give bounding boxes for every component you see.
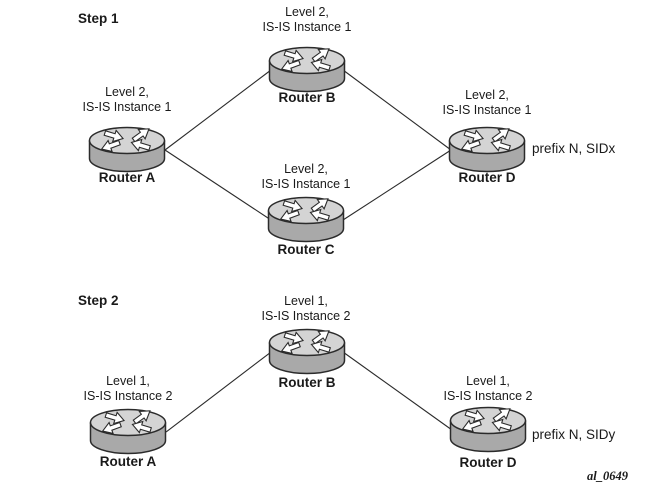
router-icon-step1-b <box>268 43 346 93</box>
router-icon-step2-b <box>268 325 346 375</box>
router-icon-step2-d <box>449 403 527 453</box>
step1-router-b-annotation: Level 2, IS-IS Instance 1 <box>262 5 352 34</box>
step2-router-b-annotation: Level 1, IS-IS Instance 2 <box>261 294 351 323</box>
figure-id: al_0649 <box>587 469 628 483</box>
step2-router-d-prefix-label: prefix N, SIDy <box>532 427 616 442</box>
step2-router-d-name: Router D <box>459 455 517 470</box>
step2-router-d-annotation: Level 1, IS-IS Instance 2 <box>443 374 533 403</box>
step1-router-d-prefix-label: prefix N, SIDx <box>532 141 616 156</box>
link-step1-a-b <box>164 69 272 151</box>
step2-router-a-name: Router A <box>99 454 157 469</box>
step1-router-d-name: Router D <box>458 170 516 185</box>
step2-title: Step 2 <box>78 293 119 308</box>
router-icon-step1-d <box>448 123 526 173</box>
step2-router-a-annotation: Level 1, IS-IS Instance 2 <box>83 374 173 403</box>
link-step1-c-d <box>342 149 452 221</box>
step1-router-d-annotation: Level 2, IS-IS Instance 1 <box>442 88 532 117</box>
router-icon-step2-a <box>89 405 167 455</box>
router-icon-step1-c <box>267 193 345 243</box>
step1-router-b-name: Router B <box>278 90 336 105</box>
step1-router-a-annotation: Level 2, IS-IS Instance 1 <box>82 85 172 114</box>
step1-router-c-annotation: Level 2, IS-IS Instance 1 <box>261 162 351 191</box>
step1-router-a-name: Router A <box>98 170 156 185</box>
link-step1-b-d <box>342 69 452 151</box>
router-icon-step1-a <box>88 123 166 173</box>
link-step2-b-d <box>342 351 453 431</box>
link-step2-a-b <box>165 351 272 433</box>
step1-title: Step 1 <box>78 11 119 26</box>
step1-router-c-name: Router C <box>277 242 335 257</box>
step2-router-b-name: Router B <box>278 375 336 390</box>
link-step1-a-c <box>164 149 272 221</box>
